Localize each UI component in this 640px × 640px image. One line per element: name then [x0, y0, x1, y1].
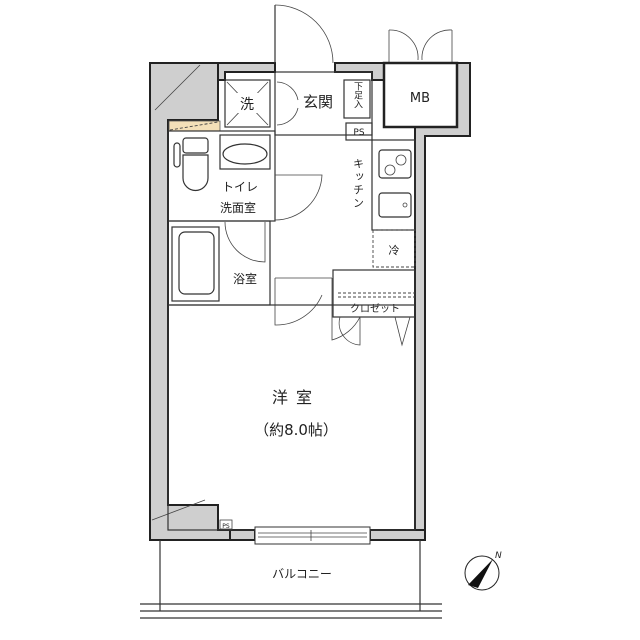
washbasin-counter: [219, 134, 271, 170]
meter-box: [382, 61, 459, 129]
toilet-tank: [182, 137, 209, 154]
closet-label: クロゼット: [350, 303, 400, 315]
sink: [378, 192, 412, 218]
small-ps: [219, 519, 233, 530]
outer-wall-bottom-left: [229, 529, 256, 541]
fridge-space: [372, 229, 416, 268]
entrance-area: [274, 71, 373, 136]
shoe-storage: [343, 79, 371, 119]
bathtub-frame: [171, 226, 220, 302]
entrance-door[interactable]: [274, 4, 334, 64]
small-ps-label: PS: [222, 523, 230, 530]
bathroom-door[interactable]: [224, 221, 266, 263]
closet: [332, 269, 416, 318]
closet-doors[interactable]: [338, 316, 411, 347]
outer-wall-mb: [414, 62, 471, 531]
compass-icon: N: [464, 551, 502, 591]
washer-label: 洗: [240, 97, 254, 113]
western-room: [167, 304, 416, 531]
entrance-label: 玄関: [303, 93, 333, 111]
balcony: [140, 540, 442, 619]
balcony-window[interactable]: [254, 526, 371, 545]
washer-space: [224, 79, 271, 128]
pipe-space: [345, 122, 373, 141]
mb-doors[interactable]: [388, 29, 453, 63]
balcony-label: バルコニー: [272, 567, 332, 581]
outer-wall-top: [217, 62, 276, 81]
shoe-storage-label: 下足入: [352, 82, 363, 109]
shelf: [168, 120, 221, 132]
washroom-door[interactable]: [274, 174, 323, 221]
outer-wall-bottom-right: [369, 529, 426, 541]
toilet-label: トイレ: [222, 180, 258, 194]
bathtub: [178, 231, 215, 295]
room-doors[interactable]: [274, 277, 361, 341]
entrance-inner-doors[interactable]: [276, 81, 299, 126]
room-label: 洋室: [272, 388, 320, 407]
ps-label: PS: [353, 128, 364, 138]
kitchen-label: キッチン: [352, 158, 365, 210]
bath-label: 浴室: [233, 271, 257, 286]
washroom-label: 洗面室: [220, 200, 256, 215]
stove: [378, 149, 412, 179]
north-label: N: [495, 551, 502, 561]
fridge-label: 冷: [389, 244, 400, 257]
room-size: （約8.0帖）: [254, 421, 338, 439]
washbasin: [222, 143, 268, 165]
outer-wall-left: [149, 62, 231, 541]
toilet-bowl: [182, 154, 209, 192]
mb-label: MB: [410, 91, 430, 106]
